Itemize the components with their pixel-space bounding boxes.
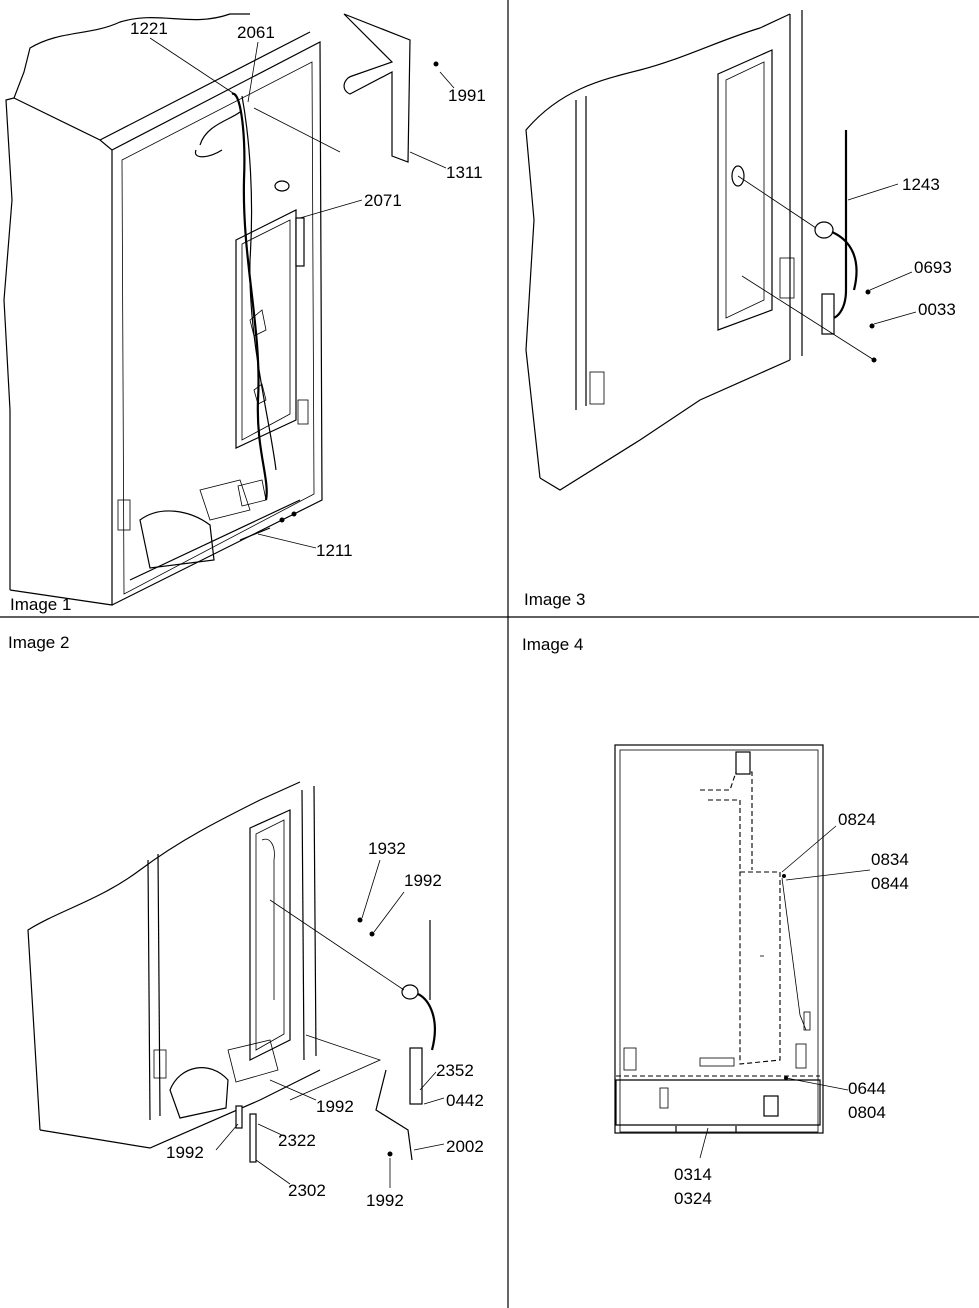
callout-1992-mid: 1992 xyxy=(316,1097,354,1116)
image4-rear-view-drawing xyxy=(614,744,871,1159)
callout-0324: 0324 xyxy=(674,1189,712,1208)
callout-2071: 2071 xyxy=(364,191,402,210)
callout-2002: 2002 xyxy=(446,1137,484,1156)
callout-0033: 0033 xyxy=(918,300,956,319)
callout-0442: 0442 xyxy=(446,1091,484,1110)
callout-1221: 1221 xyxy=(130,19,168,38)
callout-0693: 0693 xyxy=(914,258,952,277)
callout-2061: 2061 xyxy=(237,23,275,42)
image1-caption: Image 1 xyxy=(10,595,71,614)
image3-refrigerator-drawing xyxy=(525,10,917,491)
callout-2302: 2302 xyxy=(288,1181,326,1200)
callout-1243: 1243 xyxy=(902,175,940,194)
callout-1992-bottom: 1992 xyxy=(366,1191,404,1210)
callout-0804: 0804 xyxy=(848,1103,886,1122)
callout-0824: 0824 xyxy=(838,810,876,829)
callout-2322: 2322 xyxy=(278,1131,316,1150)
image4-caption: Image 4 xyxy=(522,635,583,654)
image3-panel: 1243 0693 0033 Image 3 xyxy=(524,10,956,609)
image2-caption: Image 2 xyxy=(8,633,69,652)
callout-0314: 0314 xyxy=(674,1165,712,1184)
image2-refrigerator-drawing xyxy=(27,781,445,1188)
callout-0644: 0644 xyxy=(848,1079,886,1098)
callout-1991: 1991 xyxy=(448,86,486,105)
callout-2352: 2352 xyxy=(436,1061,474,1080)
callout-1992-top: 1992 xyxy=(404,871,442,890)
image3-caption: Image 3 xyxy=(524,590,585,609)
image2-panel: Image 2 xyxy=(8,633,484,1210)
image1-panel: 1221 2061 1991 1311 2071 1211 Image 1 xyxy=(3,13,486,614)
image4-panel: Image 4 xyxy=(522,635,909,1208)
callout-1211: 1211 xyxy=(316,541,353,560)
callout-1992-left: 1992 xyxy=(166,1143,204,1162)
callout-1311: 1311 xyxy=(446,163,483,182)
callout-0834: 0834 xyxy=(871,850,909,869)
image1-refrigerator-drawing xyxy=(3,13,455,606)
callout-0844: 0844 xyxy=(871,874,909,893)
callout-1932: 1932 xyxy=(368,839,406,858)
